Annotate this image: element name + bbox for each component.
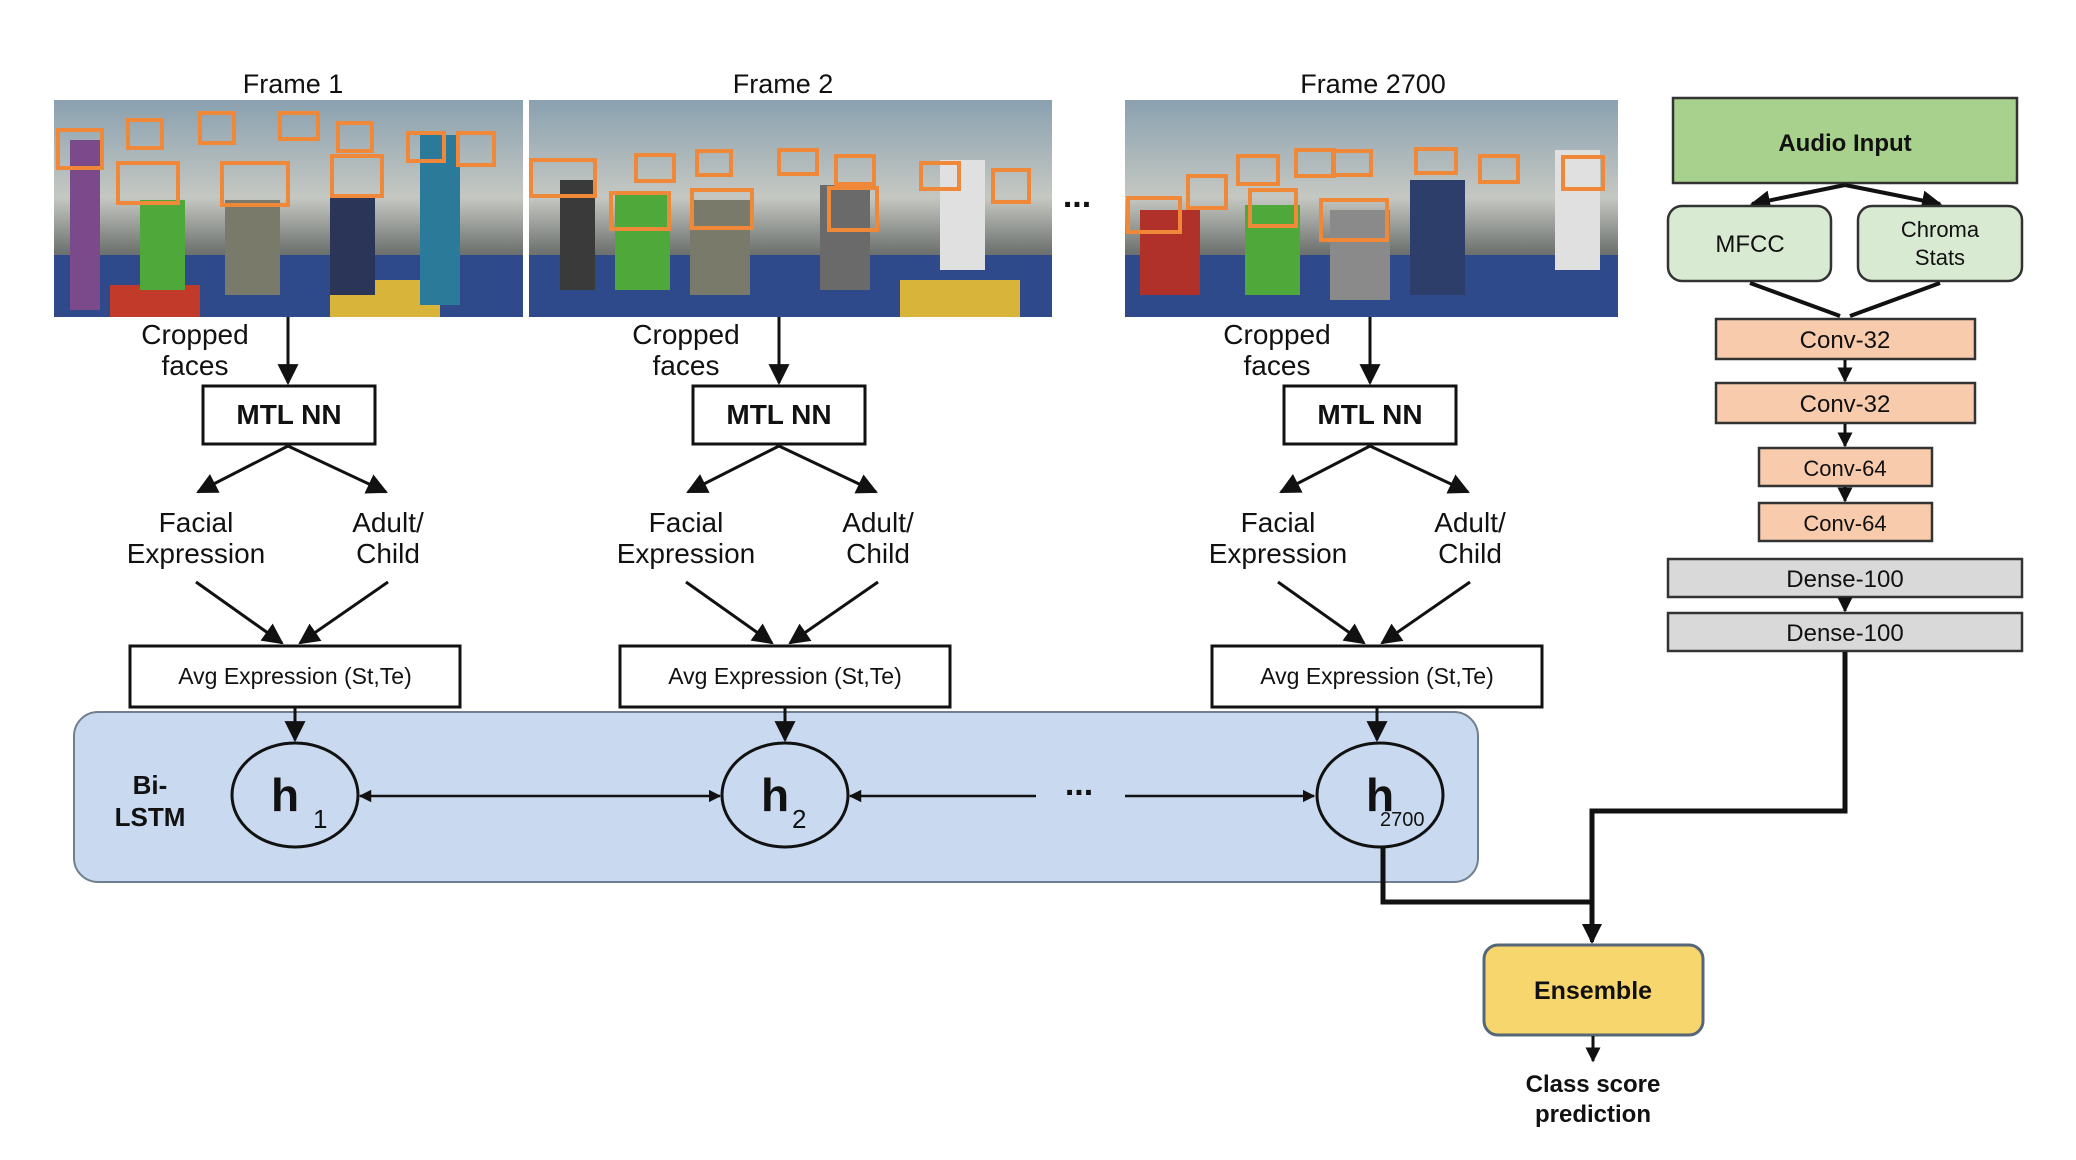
connector [1849,281,1941,318]
arrow [195,580,284,645]
arrow [196,444,289,494]
frame-image [54,100,523,317]
mfcc-label: MFCC [1715,231,1784,258]
frame-2700-column: Frame 2700 Cropped faces MTL NN [1125,69,1618,709]
audio-input-box [1671,96,2019,185]
adult-child-label: Adult/ [352,507,424,538]
arrow [1750,183,1846,211]
mtl-nn-label: MTL NN [726,399,831,430]
mtl-nn-label: MTL NN [236,399,341,430]
hidden-state-h2: h 2 [720,741,850,849]
frame-1-column: Frame 1 Cropped faces MTL [54,69,523,709]
arrow [298,580,389,645]
cropped-faces-label: Cropped [632,319,739,350]
facial-expression-label: Facial [1241,507,1316,538]
chroma-stats-label: Chroma [1901,217,1980,242]
cropped-faces-label: faces [1244,350,1311,381]
conv-64-layer [1757,446,1934,488]
facial-expression-label: Expression [127,538,266,569]
avg-expression-box [1210,644,1544,709]
layer-label: Dense-100 [1786,620,1903,647]
arrow [1279,444,1371,494]
frame-2-column: Frame 2 Cropped faces MTL NN [529,69,1052,709]
arrow [1844,183,1942,211]
audio-branch: Audio Input MFCC Chroma Stats Conv-32 Co… [1666,96,2024,653]
ensemble-box [1482,943,1705,1037]
frame-image [529,100,1052,317]
cropped-faces-label: Cropped [1223,319,1330,350]
adult-child-label: Child [1438,538,1502,569]
avg-expression-box [618,644,952,709]
layer-label: Conv-64 [1803,511,1886,536]
bilstm-panel: Bi- LSTM h 1 h 2 h 2700 ... [73,707,1479,883]
chroma-stats-box [1856,204,2024,283]
mtl-nn-box [1282,384,1458,446]
layer-label: Dense-100 [1786,566,1903,593]
sequence-ellipsis: ... [1065,765,1093,803]
face-boxes [1126,147,1605,242]
ensemble-section: Ensemble Class score prediction [1380,652,1848,1128]
facial-expression-label: Expression [1209,538,1348,569]
avg-expression-label: Avg Expression (St,Te) [668,663,902,689]
arrow [1380,580,1471,645]
frame-title: Frame 1 [243,69,344,99]
layer-label: Conv-32 [1800,391,1891,418]
ensemble-label: Ensemble [1534,977,1652,1005]
frame-image [1125,100,1618,317]
hidden-state-h2700: h 2700 [1315,741,1445,849]
output-label: Class score [1526,1071,1661,1098]
avg-expression-label: Avg Expression (St,Te) [178,663,412,689]
connector [1749,281,1841,318]
hidden-state-subscript: 2 [792,804,806,834]
bilstm-label: Bi- [133,770,168,800]
hidden-state-subscript: 1 [313,804,327,834]
face-boxes [529,148,1031,232]
arrow [1369,444,1470,494]
output-label: prediction [1535,1101,1651,1128]
layer-label: Conv-64 [1803,456,1886,481]
face-boxes [56,111,496,207]
adult-child-label: Child [356,538,420,569]
mtl-nn-box [691,384,867,446]
hidden-state-label: h [271,769,299,821]
adult-child-label: Child [846,538,910,569]
mfcc-box [1666,204,1833,283]
arrow [1277,580,1366,645]
hidden-state-subscript: 2700 [1380,809,1425,831]
audio-input-label: Audio Input [1778,130,1911,157]
facial-expression-label: Expression [617,538,756,569]
arrow [686,444,780,494]
conv-64-layer [1757,501,1934,543]
adult-child-label: Adult/ [842,507,914,538]
cropped-faces-label: Cropped [141,319,248,350]
dense-100-layer [1666,557,2024,599]
dense-100-layer [1666,611,2024,653]
cropped-faces-label: faces [653,350,720,381]
arrow [778,444,878,494]
frame-title: Frame 2 [733,69,834,99]
arrow [788,580,879,645]
cropped-faces-label: faces [162,350,229,381]
facial-expression-label: Facial [159,507,234,538]
adult-child-label: Adult/ [1434,507,1506,538]
conv-32-layer [1714,381,1977,425]
conv-32-layer [1714,317,1977,361]
frame-title: Frame 2700 [1300,69,1446,99]
facial-expression-label: Facial [649,507,724,538]
layer-label: Conv-32 [1800,327,1891,354]
mtl-nn-box [201,384,377,446]
arrow [287,444,388,494]
hidden-state-h1: h 1 [230,741,360,849]
mtl-nn-label: MTL NN [1317,399,1422,430]
audio-to-ensemble-connector [1589,652,1848,940]
arrow [685,580,774,645]
hidden-state-label: h [761,769,789,821]
video-to-ensemble-connector [1380,848,1592,905]
hidden-state-label: h [1366,769,1394,821]
frame-ellipsis: ... [1063,177,1091,215]
chroma-stats-label: Stats [1915,245,1965,270]
avg-expression-label: Avg Expression (St,Te) [1260,663,1494,689]
bilstm-label: LSTM [115,802,186,832]
